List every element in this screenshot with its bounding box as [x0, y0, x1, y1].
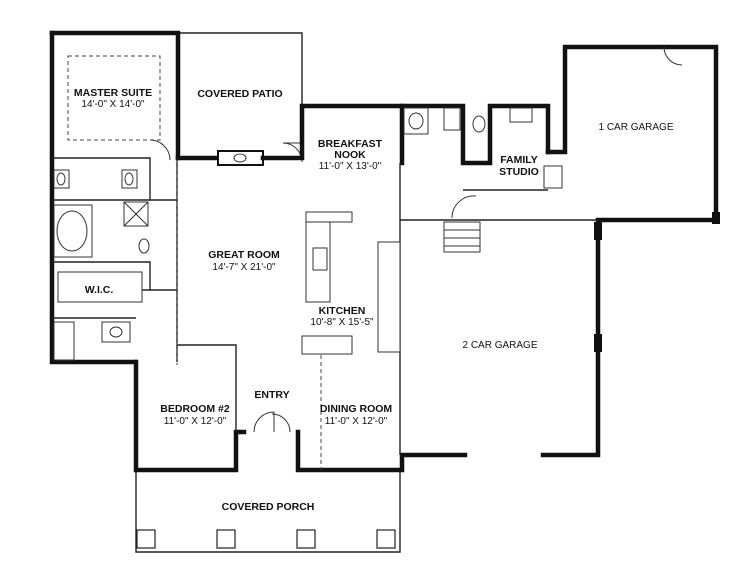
- fixtures: [53, 46, 720, 433]
- covered-porch-outline: [135, 470, 401, 553]
- two-car-garage-label: 2 CAR GARAGE: [462, 340, 537, 351]
- porch-post: [216, 529, 236, 549]
- one-car-garage-label: 1 CAR GARAGE: [598, 122, 673, 133]
- dining-room-dimensions: 11'-0" X 12'-0": [325, 416, 388, 427]
- porch-post: [296, 529, 316, 549]
- bedroom-2-dimensions: 11'-0" X 12'-0": [164, 416, 227, 427]
- covered-patio-label: COVERED PATIO: [197, 88, 282, 100]
- kitchen-dimensions: 10'-8" X 15'-5": [310, 317, 374, 328]
- bedroom-2-label: BEDROOM #2: [160, 403, 230, 415]
- room-labels: MASTER SUITE 14'-0" X 14'-0" COVERED PAT…: [74, 87, 674, 513]
- family-studio-label-line1: FAMILY: [500, 154, 538, 166]
- great-room-dimensions: 14'-7" X 21'-0": [212, 262, 276, 273]
- breakfast-nook-label-line1: BREAKFAST: [318, 138, 383, 150]
- kitchen-label: KITCHEN: [319, 305, 366, 317]
- porch-post: [376, 529, 396, 549]
- master-suite-dimensions: 14'-0" X 14'-0": [81, 99, 145, 110]
- family-studio-label-line2: STUDIO: [499, 166, 539, 178]
- entry-label: ENTRY: [254, 389, 289, 401]
- wic-label: W.I.C.: [85, 284, 114, 296]
- great-room-label: GREAT ROOM: [208, 249, 280, 261]
- covered-porch-label: COVERED PORCH: [222, 501, 315, 513]
- master-suite-label: MASTER SUITE: [74, 87, 152, 99]
- dining-room-label: DINING ROOM: [320, 403, 393, 415]
- breakfast-nook-dimensions: 11'-0" X 13'-0": [319, 161, 382, 172]
- breakfast-nook-label-line2: NOOK: [334, 149, 366, 161]
- porch-post: [136, 529, 156, 549]
